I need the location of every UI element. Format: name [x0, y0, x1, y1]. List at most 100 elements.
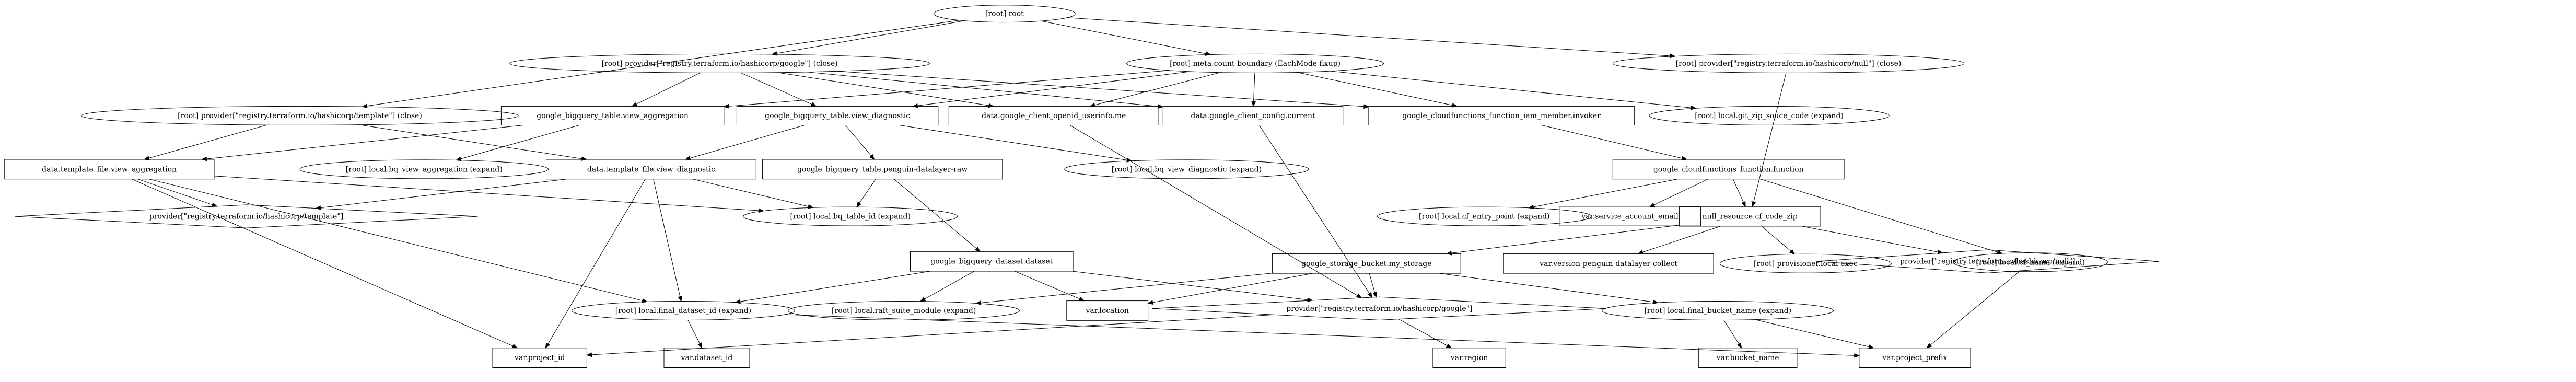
node-prov_google_close-shape [509, 53, 930, 73]
edge-root-to-prov_google_close [776, 20, 964, 54]
edge-bq_dataset-to-raft_suite [924, 271, 974, 299]
edge-bq_raw-to-local_bq_table_id [859, 179, 876, 203]
node-tpl_agg: data.template_file.view_aggregation [4, 159, 215, 180]
node-bq_raw-shape [762, 159, 1003, 180]
node-local_bq_view_diag: [root] local.bq_view_diagnostic (expand) [1064, 159, 1309, 179]
arrowhead-prov_template_close-to-tpl_diag [581, 156, 588, 161]
edge-prov_template_close-to-tpl_diag [359, 124, 582, 159]
edge-bq_view_agg-to-tpl_agg [206, 124, 524, 159]
edge-cf_name-to-var_project_prefix [1930, 271, 2020, 345]
edge-cf_function-to-svc_email [1653, 179, 1708, 205]
node-root-shape [934, 5, 1076, 23]
node-meta_count-shape [1126, 53, 1384, 73]
node-var_location-shape [1066, 300, 1149, 321]
arrowhead-cf_function-to-null_cf_zip [1741, 201, 1746, 207]
node-bq_view_diag-shape [736, 106, 939, 125]
node-var_project_id: var.project_id [492, 348, 587, 368]
node-var_dataset_id-shape [663, 348, 750, 368]
node-tpl_diag-label: data.template_file.view_diagnostic [587, 165, 715, 173]
node-svc_email: var.service_account_email [1559, 206, 1701, 226]
node-var_bucket_name: var.bucket_name [1698, 348, 1798, 368]
node-cf_name-shape [1953, 252, 2108, 272]
node-root-label: [root] root [985, 10, 1024, 18]
node-prov_template-label: provider["registry.terraform.io/hashicor… [149, 213, 344, 221]
node-var_collect-label: var.version-penguin-datalayer-collect [1539, 260, 1677, 268]
node-prov_template_close-label: [root] provider["registry.terraform.io/h… [178, 112, 422, 120]
edge-storage_bucket-to-raft_suite [981, 273, 1273, 303]
node-var_bucket_name-shape [1698, 348, 1798, 368]
node-var_project_id-label: var.project_id [514, 354, 565, 362]
arrowhead-bq_dataset-to-prov_google [1307, 297, 1313, 302]
node-git_zip-label: [root] local.git_zip_souce_code (expand) [1695, 112, 1844, 120]
node-var_project_prefix: var.project_prefix [1859, 348, 1971, 368]
node-var_project_id-shape [492, 348, 587, 368]
node-prov_null: provider["registry.terraform.io/hashicor… [1816, 249, 2159, 273]
node-bq_view_agg-label: google_bigquery_table.view_aggregation [537, 112, 689, 120]
node-prov_null_close-shape [1612, 53, 1965, 73]
node-bq_raw-label: google_bigquery_table.penguin-datalayer-… [797, 165, 968, 173]
node-cf_function-shape [1612, 159, 1845, 180]
node-iam_invoker-label: google_cloudfunctions_function_iam_membe… [1402, 112, 1601, 120]
node-prov_google_close-label: [root] provider["registry.terraform.io/h… [601, 60, 837, 68]
edge-final_bucket-to-var_bucket_name [1723, 320, 1740, 344]
node-raft_suite: [root] local.raft_suite_module (expand) [788, 301, 1020, 320]
node-var_dataset_id-label: var.dataset_id [681, 354, 733, 362]
node-var_location: var.location [1066, 300, 1149, 321]
edge-final_dataset-to-var_project_prefix [785, 314, 1855, 356]
node-var_region: var.region [1432, 348, 1506, 368]
node-var_collect: var.version-penguin-datalayer-collect [1503, 253, 1714, 274]
arrowhead-meta_count-to-bq_view_diag [912, 103, 918, 108]
node-prov_template_close-shape [81, 106, 519, 125]
edge-tpl_agg-to-prov_template [137, 179, 213, 205]
edge-tpl_diag-to-prov_template [320, 179, 567, 209]
edge-root-to-meta_count [1041, 20, 1206, 54]
arrowhead-bq_view_diag-to-bq_raw [869, 154, 875, 160]
arrowhead-meta_count-to-openid [1089, 102, 1095, 108]
arrowhead-final_dataset-to-var_dataset_id [697, 342, 703, 349]
edge-tpl_diag-to-var_project_id [547, 179, 646, 344]
arrowhead-storage_bucket-to-var_location [1147, 300, 1153, 305]
arrowhead-meta_count-to-iam_invoker [1451, 103, 1458, 108]
node-prov_google-shape [1152, 296, 1607, 321]
edge-null_cf_zip-to-storage_bucket [1451, 225, 1680, 253]
node-final_dataset-label: [root] local.final_dataset_id (expand) [615, 307, 751, 315]
node-prov_local_exec-label: [root] provisioner.local-exec [1754, 260, 1858, 268]
arrowhead-meta_count-to-client_config [1251, 101, 1256, 107]
arrowhead-bq_raw-to-bq_dataset [974, 246, 981, 252]
edge-bq_dataset-to-prov_google [1073, 271, 1308, 300]
arrowhead-bq_dataset-to-var_location [1078, 296, 1085, 302]
edge-tpl_agg-to-local_bq_table_id [214, 176, 759, 211]
arrowhead-root-to-prov_google_close [771, 51, 777, 56]
arrowhead-tpl_agg-to-prov_template [211, 202, 218, 207]
node-git_zip: [root] local.git_zip_souce_code (expand) [1649, 106, 1890, 125]
edge-prov_google_close-to-iam_invoker [836, 71, 1364, 107]
arrowhead-storage_bucket-to-final_bucket [1652, 299, 1659, 305]
edge-meta_count-to-bq_view_diag [917, 71, 1191, 106]
edge-prov_google_close-to-client_config [807, 72, 1159, 107]
node-local_bq_table_id-label: [root] local.bq_table_id (expand) [790, 213, 910, 221]
edge-bq_dataset-to-final_dataset [740, 271, 930, 302]
edge-final_dataset-to-var_dataset_id [687, 320, 700, 344]
arrowhead-final_dataset-to-var_project_prefix [1854, 353, 1860, 358]
node-openid-label: data.google_client_openid_userinfo.me [982, 112, 1126, 120]
edge-final_bucket-to-var_project_prefix [1755, 319, 1869, 348]
edge-cf_function-to-null_cf_zip [1732, 179, 1744, 203]
node-var_project_prefix-label: var.project_prefix [1882, 354, 1947, 362]
node-local_bq_view_diag-shape [1064, 159, 1309, 179]
edge-storage_bucket-to-final_bucket [1440, 273, 1653, 303]
node-bq_dataset-shape [910, 251, 1074, 272]
arrowhead-bq_raw-to-local_bq_table_id [856, 201, 861, 208]
arrowhead-cf_name-to-var_project_prefix [1926, 343, 1932, 349]
node-prov_template-shape [15, 204, 478, 228]
edge-cf_function-to-cf_entry [1533, 179, 1678, 207]
node-prov_template_close: [root] provider["registry.terraform.io/h… [81, 106, 519, 125]
edge-root-to-prov_template_close [367, 20, 960, 107]
node-final_bucket: [root] local.final_bucket_name (expand) [1602, 301, 1834, 320]
node-client_config-shape [1162, 106, 1344, 125]
node-local_bq_table_id-shape [743, 206, 958, 226]
node-local_bq_table_id: [root] local.bq_table_id (expand) [743, 206, 958, 226]
node-client_config-label: data.google_client_config.current [1191, 112, 1315, 120]
edge-bq_dataset-to-var_location [1015, 271, 1080, 299]
node-bq_view_agg: google_bigquery_table.view_aggregation [500, 106, 725, 125]
arrowhead-prov_google_close-to-openid [988, 103, 995, 108]
